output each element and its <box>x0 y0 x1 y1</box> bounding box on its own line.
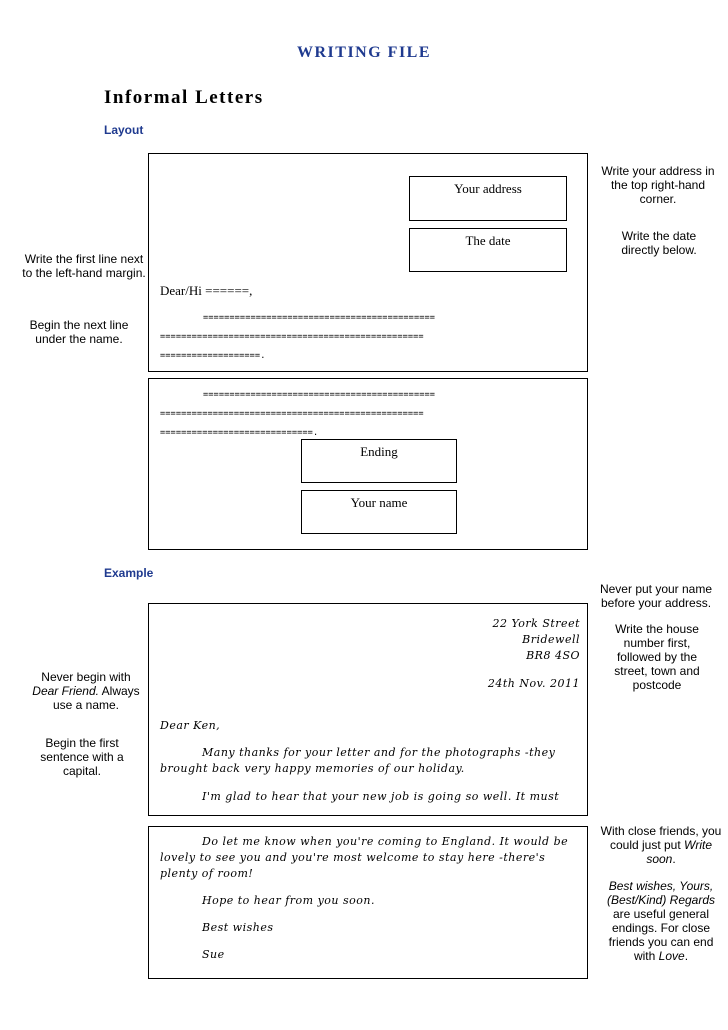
example-paragraph-4: Hope to hear from you soon. <box>202 894 375 907</box>
example-greeting: Dear Ken, <box>160 719 221 732</box>
example-heading: Example <box>104 566 154 580</box>
page-title: WRITING FILE <box>296 44 432 61</box>
ending-box: Ending <box>301 439 457 483</box>
your-address-box: Your address <box>409 176 567 221</box>
note-close-friends: With close friends, you could just put W… <box>600 824 722 866</box>
layout-paragraph-1: ========================================… <box>160 313 436 361</box>
note-never-put-name: Never put your name before your address. <box>599 582 713 610</box>
layout-letter-page-1 <box>148 153 588 372</box>
note-never-begin: Never begin with Dear Friend. Always use… <box>32 670 140 712</box>
page-subtitle: Informal Letters <box>104 87 264 108</box>
example-signature: Sue <box>202 948 225 961</box>
example-closing: Best wishes <box>202 921 274 934</box>
example-letter-page-2 <box>148 826 588 979</box>
note-first-line: Write the first line next to the left-ha… <box>22 252 146 280</box>
example-letter-page-1 <box>148 603 588 816</box>
layout-greeting: Dear/Hi ======, <box>160 283 253 298</box>
layout-heading: Layout <box>104 123 144 137</box>
note-house-number: Write the house number first, followed b… <box>614 622 700 692</box>
example-paragraph-2: I'm glad to hear that your new job is go… <box>202 790 560 803</box>
example-paragraph-1: Many thanks for your letter and for the … <box>160 746 556 775</box>
your-name-box: Your name <box>301 490 457 534</box>
the-date-box: The date <box>409 228 567 272</box>
note-next-line: Begin the next line under the name. <box>29 318 129 346</box>
example-date: 24th Nov. 2011 <box>487 677 580 690</box>
note-useful-endings: Best wishes, Yours, (Best/Kind) Regards … <box>606 879 716 963</box>
layout-paragraph-2: ========================================… <box>160 390 436 438</box>
note-capital: Begin the first sentence with a capital. <box>40 736 124 778</box>
note-address-position: Write your address in the top right-hand… <box>601 164 715 206</box>
example-address: 22 York Street Bridewell BR8 4SO <box>492 617 580 662</box>
layout-letter-page-2 <box>148 378 588 550</box>
note-date-position: Write the date directly below. <box>621 229 697 257</box>
example-paragraph-3: Do let me know when you're coming to Eng… <box>160 835 569 880</box>
